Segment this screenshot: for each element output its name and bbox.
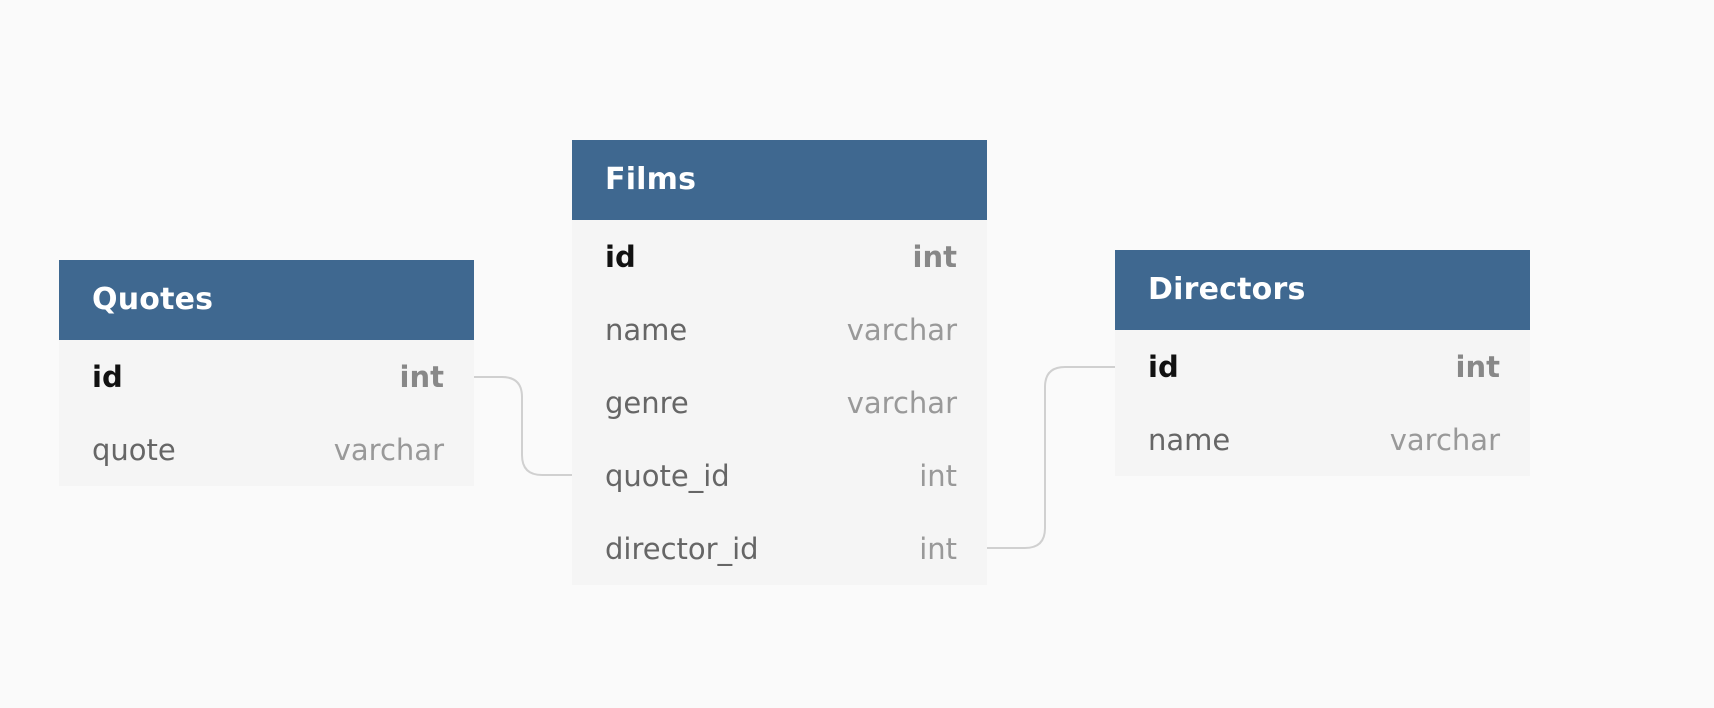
column-list: id int name varchar genre varchar quote_… bbox=[572, 220, 987, 585]
column-type: int bbox=[912, 239, 957, 274]
table-films[interactable]: Films id int name varchar genre varchar … bbox=[572, 140, 987, 585]
table-title[interactable]: Quotes bbox=[59, 260, 474, 340]
column-row[interactable]: id int bbox=[1115, 330, 1530, 403]
column-list: id int quote varchar bbox=[59, 340, 474, 486]
column-name: name bbox=[1148, 422, 1231, 457]
column-type: int bbox=[1455, 349, 1500, 384]
column-row[interactable]: id int bbox=[572, 220, 987, 293]
column-name: name bbox=[605, 312, 688, 347]
column-type: int bbox=[919, 458, 957, 493]
column-type: int bbox=[919, 531, 957, 566]
column-row[interactable]: id int bbox=[59, 340, 474, 413]
column-type: varchar bbox=[1389, 422, 1500, 457]
table-title[interactable]: Directors bbox=[1115, 250, 1530, 330]
column-row[interactable]: quote varchar bbox=[59, 413, 474, 486]
column-row[interactable]: quote_id int bbox=[572, 439, 987, 512]
relation-quote-link bbox=[474, 376, 572, 476]
column-type: varchar bbox=[333, 432, 444, 467]
column-name: quote bbox=[92, 432, 176, 467]
table-title[interactable]: Films bbox=[572, 140, 987, 220]
column-name: quote_id bbox=[605, 458, 730, 493]
column-name: id bbox=[1148, 349, 1179, 384]
relation-director-link bbox=[987, 366, 1115, 549]
column-row[interactable]: name varchar bbox=[572, 293, 987, 366]
column-name: genre bbox=[605, 385, 689, 420]
column-list: id int name varchar bbox=[1115, 330, 1530, 476]
table-directors[interactable]: Directors id int name varchar bbox=[1115, 250, 1530, 476]
column-row[interactable]: genre varchar bbox=[572, 366, 987, 439]
column-type: int bbox=[399, 359, 444, 394]
column-row[interactable]: name varchar bbox=[1115, 403, 1530, 476]
table-quotes[interactable]: Quotes id int quote varchar bbox=[59, 260, 474, 486]
column-row[interactable]: director_id int bbox=[572, 512, 987, 585]
column-name: id bbox=[92, 359, 123, 394]
column-type: varchar bbox=[846, 312, 957, 347]
column-type: varchar bbox=[846, 385, 957, 420]
column-name: director_id bbox=[605, 531, 759, 566]
column-name: id bbox=[605, 239, 636, 274]
